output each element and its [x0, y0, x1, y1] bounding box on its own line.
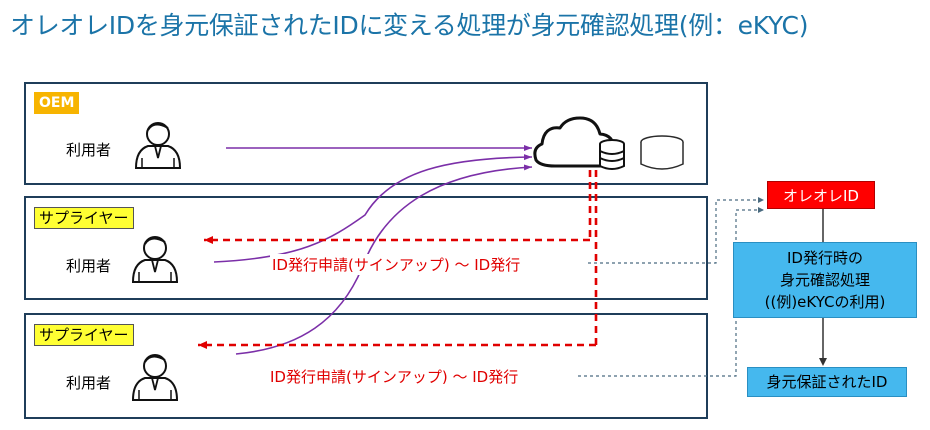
flow-label-supplier-1: ID発行申請(サインアップ) ～ ID発行 [270, 254, 523, 275]
supplier-tag-2: サプライヤー [34, 324, 134, 346]
red-flow-trunk [588, 170, 598, 345]
process-line-1: ID発行時の [787, 249, 863, 267]
person-icon [135, 122, 181, 169]
verified-id-box: 身元保証されたID [747, 367, 907, 397]
flow-label-supplier-2: ID発行申請(サインアップ) ～ ID発行 [268, 366, 521, 387]
person-icon [132, 354, 178, 401]
identity-verification-box: ID発行時の 身元確認処理 ((例)eKYCの利用) [733, 242, 917, 318]
user-label-supplier-2: 利用者 [66, 374, 112, 392]
page-title: オレオレIDを身元保証されたIDに変える処理が身元確認処理(例：eKYC) [10, 11, 809, 40]
user-label-oem: 利用者 [66, 141, 112, 159]
user-label-supplier-1: 利用者 [66, 257, 112, 275]
database-icon [599, 139, 625, 170]
process-line-3: ((例)eKYCの利用) [764, 293, 886, 311]
person-icon [132, 236, 178, 283]
oem-tag: OEM [34, 92, 80, 114]
process-line-2: 身元確認処理 [779, 271, 870, 289]
panel-supplier-2: サプライヤー 利用者 [24, 313, 708, 419]
supplier-tag-1: サプライヤー [34, 207, 134, 229]
database-icon [640, 135, 684, 170]
oreore-id-box: オレオレID [767, 181, 875, 209]
